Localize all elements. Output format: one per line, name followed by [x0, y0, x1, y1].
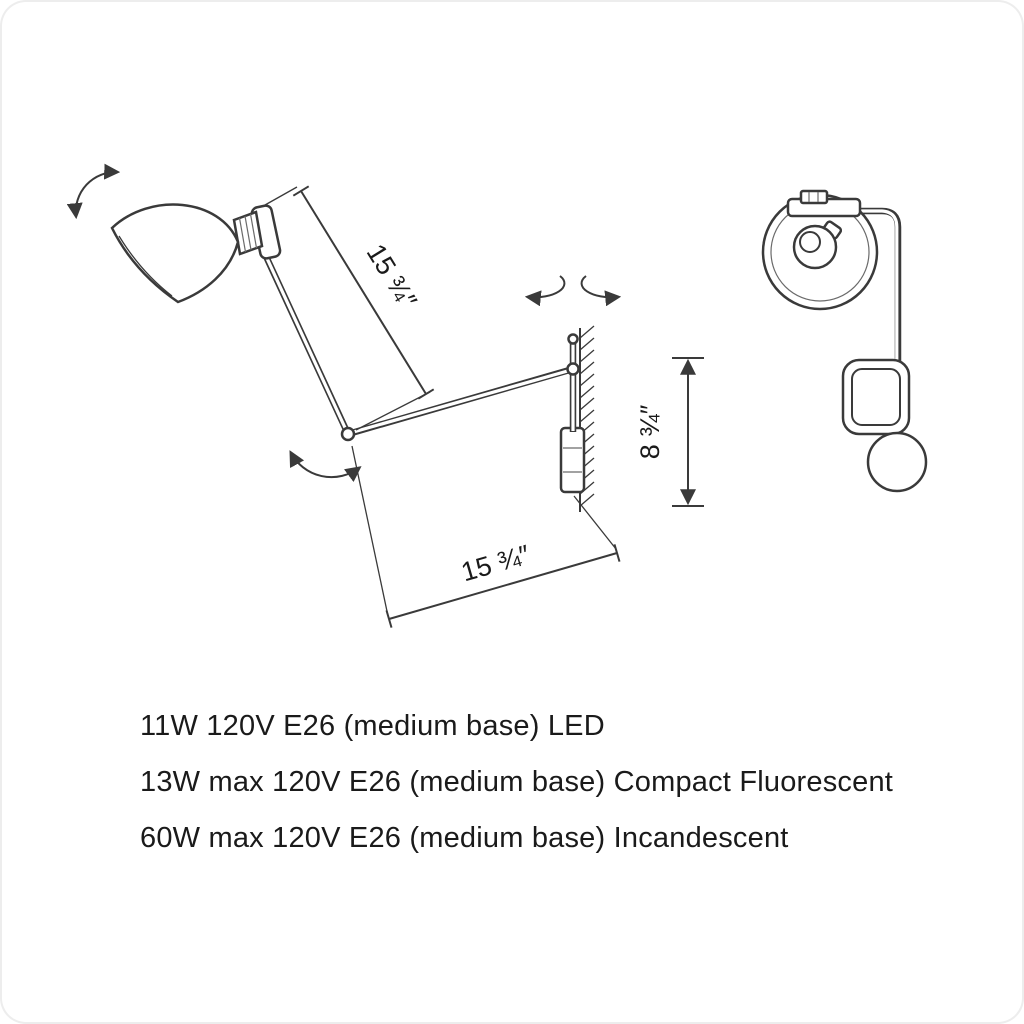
lamp-shade: [110, 203, 240, 304]
elbow-joint: [340, 426, 356, 442]
lower-arm: [347, 365, 574, 438]
lamp-specs: 11W 120V E26 (medium base) LED 13W max 1…: [140, 698, 893, 866]
upper-arm: [261, 250, 351, 436]
wall-swivel-arrow-right-icon: [580, 275, 622, 307]
wall-rod: [567, 333, 579, 432]
shade-rotation-arrow-icon: [66, 163, 121, 220]
side-top-bracket: [786, 189, 862, 218]
front-view: 15 ¾″ 8 ¾″ 15 ¾″: [66, 163, 704, 628]
dimension-mount-height: 8 ¾″: [635, 357, 704, 507]
side-wall-bracket: [841, 358, 911, 436]
dimension-label-mount-height: 8 ¾″: [635, 404, 665, 459]
side-socket: [792, 220, 843, 270]
spec-line-led: 11W 120V E26 (medium base) LED: [140, 710, 605, 742]
wall-pivot-joint: [566, 362, 580, 376]
elbow-rotation-arrow-icon: [289, 450, 362, 483]
spec-line-cfl: 13W max 120V E26 (medium base) Compact F…: [140, 766, 894, 798]
side-ball: [866, 431, 928, 493]
side-view: [761, 189, 928, 493]
spec-line-incandescent: 60W max 120V E26 (medium base) Incandesc…: [140, 822, 789, 854]
shade-socket: [232, 204, 282, 260]
wall-plate: [559, 426, 586, 494]
side-rod: [836, 207, 902, 443]
wall-swivel-arrow-left-icon: [524, 275, 566, 307]
